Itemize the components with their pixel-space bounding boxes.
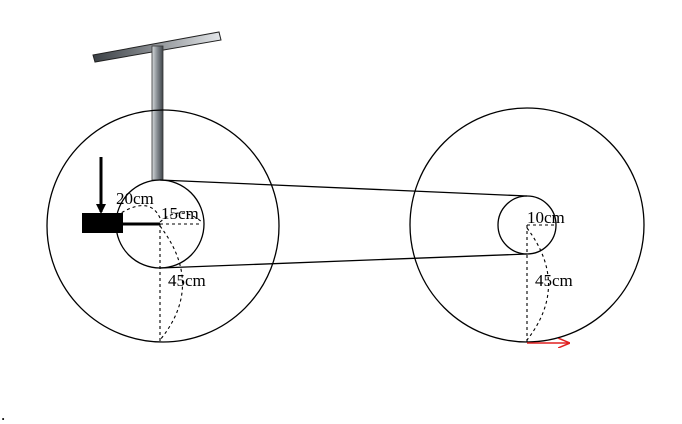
chain-bottom	[159, 253, 528, 269]
rear-sprocket-label: 10cm	[527, 208, 565, 227]
front-sprocket-label: 15cm	[161, 204, 199, 223]
front-wheel-label: 45cm	[168, 271, 206, 290]
pedal	[82, 213, 123, 233]
chain-top	[159, 179, 528, 197]
rear-wheel-label: 45cm	[535, 271, 573, 290]
rear-wheel-radius-arc	[526, 227, 550, 341]
pedal-arm-radius-arc	[120, 205, 161, 219]
front-wheel-radius-arc	[159, 225, 184, 341]
front-wheel	[46, 109, 280, 343]
front-sprocket-radius-arc	[159, 212, 203, 223]
pedal-arm-label: 20cm	[116, 189, 154, 208]
corner-mark: .	[1, 405, 5, 424]
handlebar-stem	[151, 45, 164, 181]
